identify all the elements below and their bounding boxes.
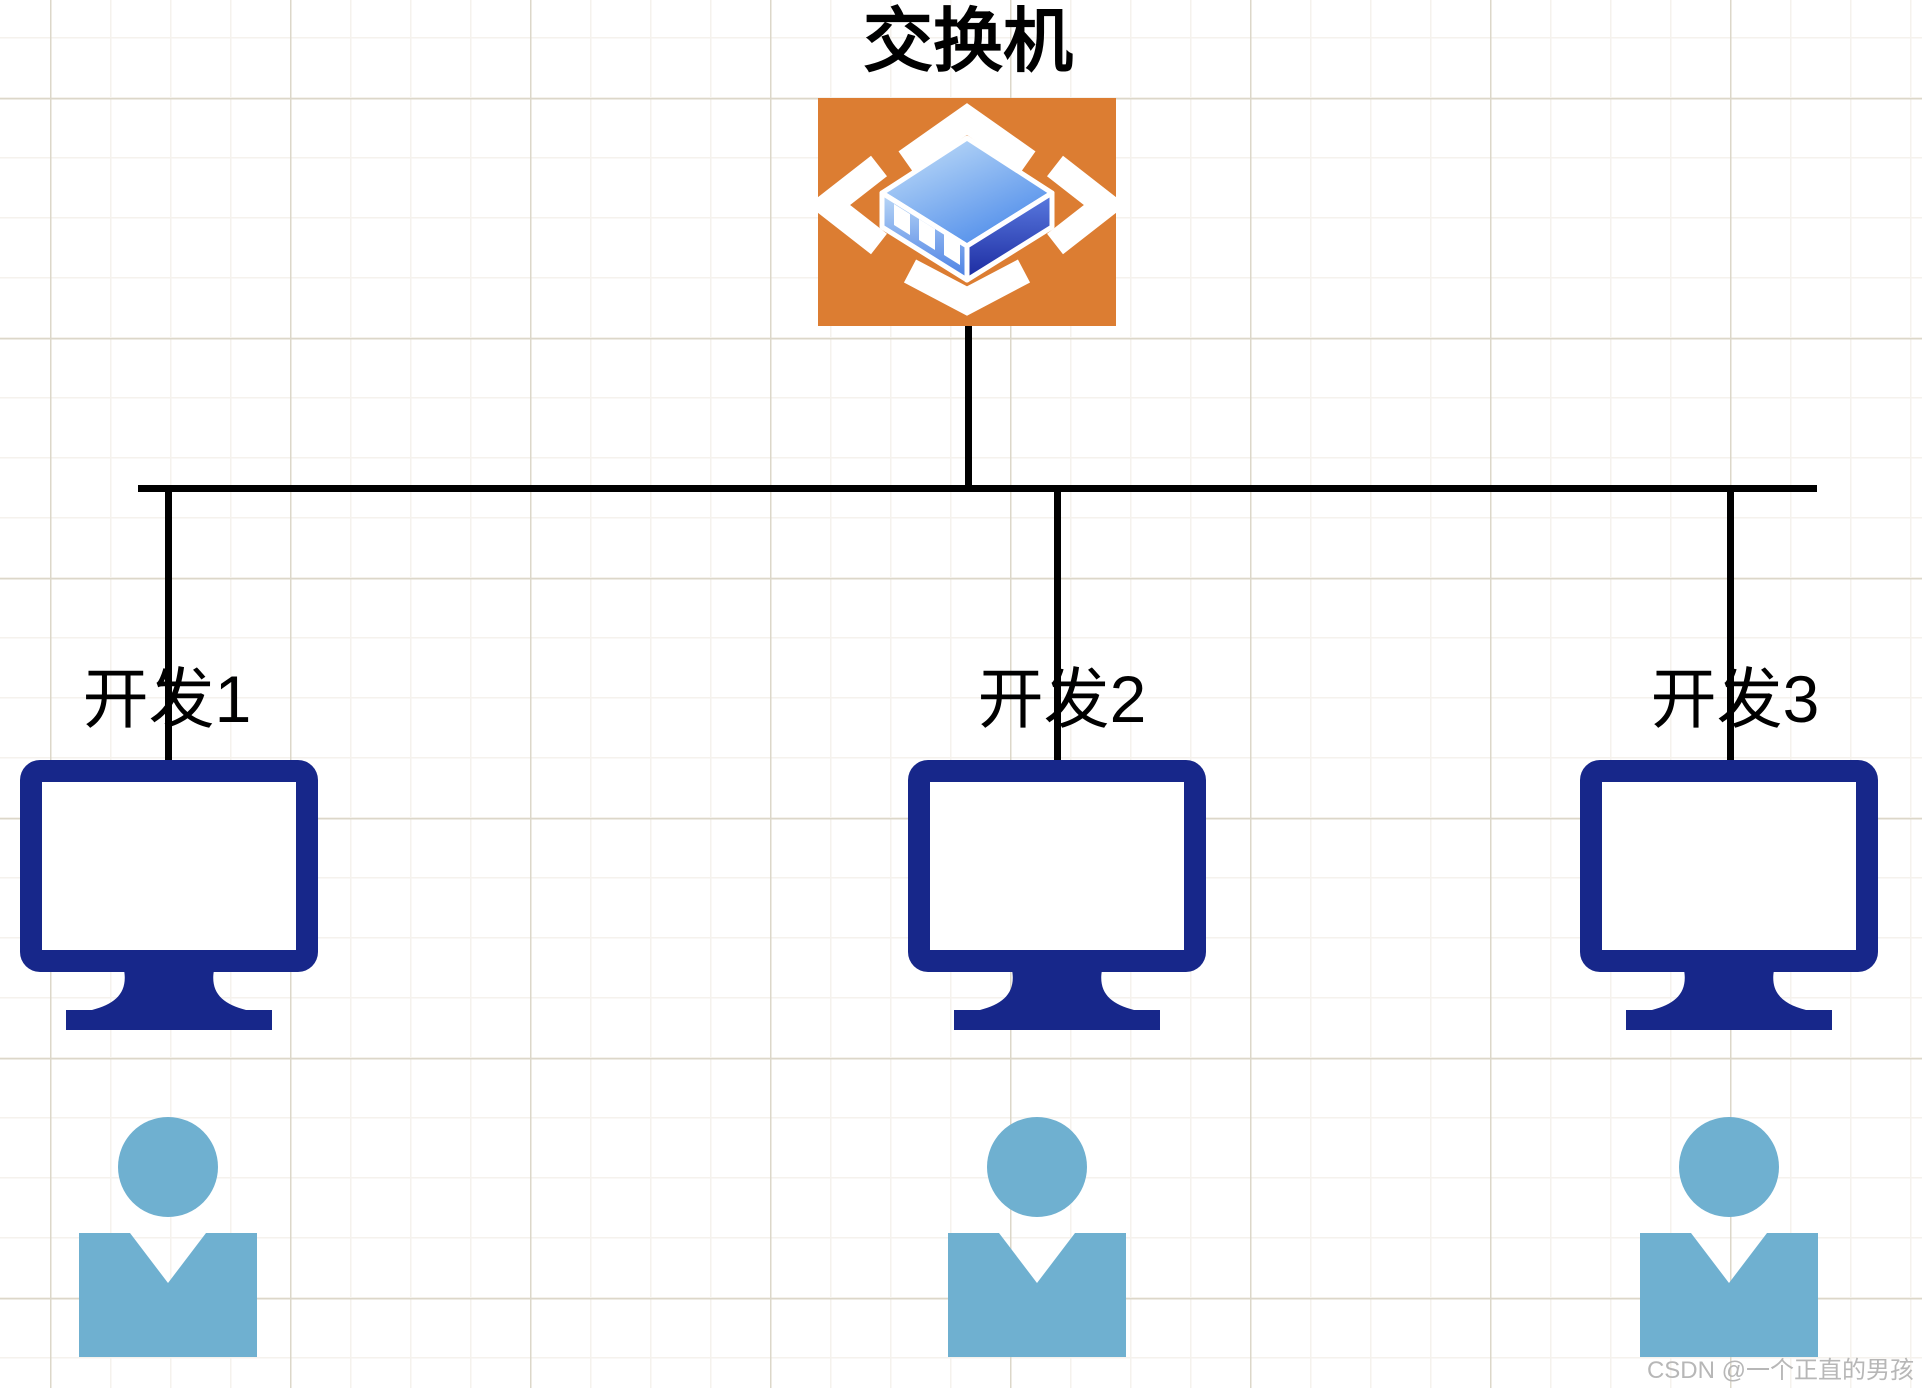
person-icon <box>1640 1117 1818 1357</box>
node1-drop-connector-line <box>165 488 172 760</box>
switch-ports <box>894 204 960 265</box>
node-label: 开发3 <box>1650 662 1820 736</box>
desktop-computer-icon <box>1580 760 1878 1030</box>
person-icon <box>948 1117 1126 1357</box>
bus-connector-line <box>138 485 1817 492</box>
desktop-computer-icon <box>908 760 1206 1030</box>
person-icon <box>79 1117 257 1357</box>
network-switch-icon <box>818 98 1116 326</box>
node-label: 开发1 <box>82 662 252 736</box>
node3-drop-connector-line <box>1727 488 1734 760</box>
switch-routing-arrows <box>818 103 1116 316</box>
desktop-computer-icon <box>20 760 318 1030</box>
switch-title-label: 交换机 <box>863 2 1073 80</box>
node2-drop-connector-line <box>1054 488 1061 760</box>
switch-drop-connector-line <box>965 324 972 488</box>
node-label: 开发2 <box>977 662 1147 736</box>
csdn-watermark: CSDN @一个正直的男孩 <box>1646 1357 1914 1384</box>
